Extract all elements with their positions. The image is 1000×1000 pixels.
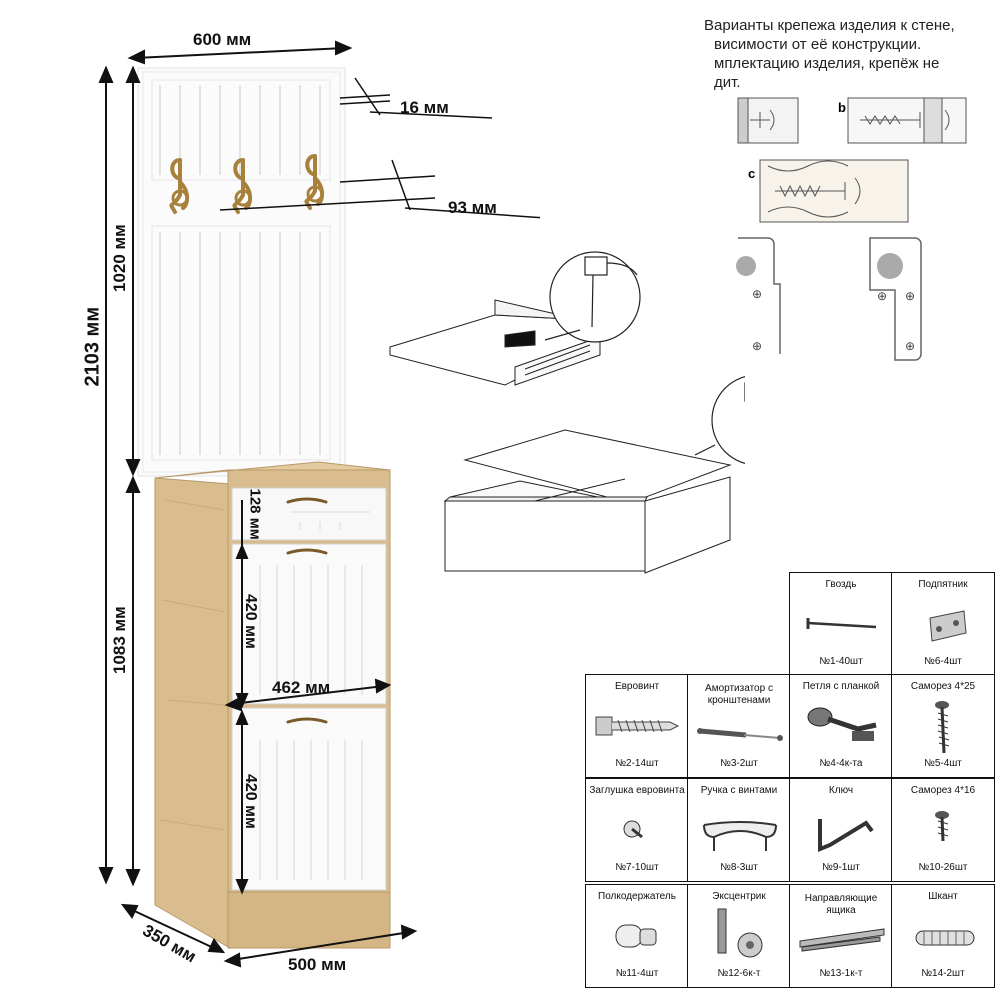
part-cell: Ключ №9-1шт [789,778,893,882]
dowel-icon [915,930,975,946]
part-cell: Амортизатор с кронштенами №3-2шт [687,674,791,778]
dim-cabinet-height: 1083 мм [110,606,129,674]
mounting-note-line: мплектацию изделия, крепёж не [714,55,940,72]
part-name: Амортизатор с кронштенами [705,683,773,706]
mounting-note-line: Варианты крепежа изделия к стене, [704,17,955,34]
gas-strut-icon [697,728,783,741]
part-cell: Полкодержатель №11-4шт [585,884,689,988]
part-cell: Эксцентрик №12-6к-т [687,884,791,988]
part-name: Саморез 4*25 [910,681,976,692]
part-cell: Саморез 4*25 №5-4шт [891,674,995,778]
label-c: c [748,166,755,181]
cam-lock-icon [717,908,763,958]
part-name: Полкодержатель [598,891,676,902]
part-name: Саморез 4*16 [910,785,976,796]
dim-inner-width: 462 мм [272,678,331,697]
part-qty: №5-4шт [924,758,962,769]
dim-hook-gap: 93 мм [448,198,497,217]
dimension-lines [98,40,540,968]
part-qty: №8-3шт [720,862,758,873]
part-name: Петля с планкой [802,681,880,692]
dim-width-bottom: 500 мм [288,955,347,974]
handle-icon [703,821,777,851]
part-cell: Подпятник №6-4шт [891,572,995,676]
dim-panel-height: 1020 мм [110,224,129,292]
part-qty: №1-40шт [819,656,863,667]
mounting-note-line: висимости от её конструкции. [714,36,922,53]
dim-thickness: 16 мм [400,98,449,117]
shoe-cabinet [154,461,391,949]
part-cell: Гвоздь №1-40шт [789,572,893,676]
svg-text:⊕: ⊕ [877,289,887,303]
part-name: Заглушка евровинта [589,785,685,796]
part-name: Евровинт [614,681,660,692]
part-cell: Евровинт №2-14шт [585,674,689,778]
part-qty: №13-1к-т [819,968,863,979]
dim-width-top: 600 мм [193,30,252,49]
part-qty: №12-6к-т [717,968,761,979]
part-qty: №6-4шт [924,656,962,667]
part-qty: №3-2шт [720,758,758,769]
part-cell: Саморез 4*16 №10-26шт [891,778,995,882]
dim-total-height: 2103 мм [81,306,104,387]
part-cell: Петля с планкой №4-4к-та [789,674,893,778]
part-qty: №10-26шт [918,862,968,873]
part-qty: №2-14шт [615,758,659,769]
part-cell: Ручка с винтами №8-3шт [687,778,791,882]
svg-text:⊕: ⊕ [752,339,762,353]
shelf-pin-icon [615,924,657,948]
nail-icon [806,618,877,629]
drawer-slide-icon [799,928,885,952]
dim-drawer-height: 128 мм [246,488,264,540]
mounting-diagrams: b c ⊕ ⊕ ⊕ ⊕ ⊕ [736,97,967,361]
label-b: b [838,100,846,115]
part-qty: №14-2шт [921,968,965,979]
part-name: Ключ [828,785,854,796]
foot-pad-icon [929,610,967,642]
screw-short-icon [935,811,949,842]
cap-icon [623,820,643,839]
svg-text:⊕: ⊕ [905,339,915,353]
hinge-icon [807,707,877,741]
part-qty: №7-10шт [615,862,659,873]
hex-key-icon [818,819,874,852]
mounting-note: Варианты крепежа изделия к стене, висимо… [704,16,955,92]
part-cell: Шкант №14-2шт [891,884,995,988]
assembly-diagrams [389,251,745,574]
part-name: Подпятник [918,579,968,590]
part-qty: №11-4шт [615,968,659,979]
part-cell: Заглушка евровинта №7-10шт [585,778,689,882]
euro-screw-icon [595,716,680,736]
part-name: Эксцентрик [712,891,766,902]
part-cell: Направляющие ящика №13-1к-т [789,884,893,988]
wall-panel [137,67,346,477]
part-name: Ручка с винтами [700,785,778,796]
part-qty: №9-1шт [822,862,860,873]
dim-door2-height: 420 мм [242,774,259,829]
svg-text:⊕: ⊕ [905,289,915,303]
mounting-note-line: дит. [714,74,741,91]
svg-text:⊕: ⊕ [752,287,762,301]
part-qty: №4-4к-та [819,758,863,769]
part-name: Гвоздь [825,579,857,590]
part-name: Шкант [928,891,958,902]
furniture-illustration [98,40,540,968]
part-name: Направляющие ящика [804,893,878,916]
screw-long-icon [935,701,950,754]
dim-door1-height: 420 мм [242,594,259,649]
